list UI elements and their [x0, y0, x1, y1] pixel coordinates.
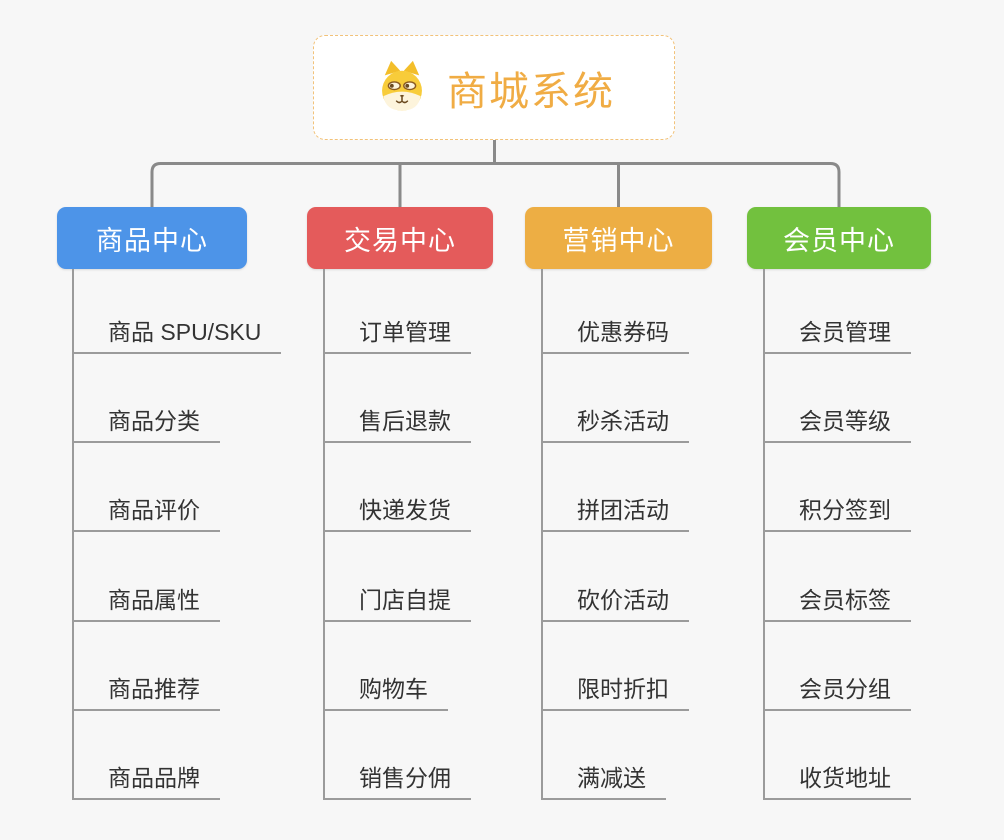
mindmap-item-node[interactable]: 订单管理 — [325, 312, 471, 354]
mindmap-item-node[interactable]: 商品评价 — [74, 490, 220, 533]
branch-node-trade-center[interactable]: 交易中心 — [307, 207, 493, 269]
mindmap-item-node[interactable]: 快递发货 — [325, 490, 471, 533]
tree-connectors — [150, 140, 841, 207]
mindmap-item-node[interactable]: 门店自提 — [325, 580, 471, 622]
mindmap-item-node[interactable]: 积分签到 — [765, 490, 911, 533]
mindmap-item-node[interactable]: 商品推荐 — [74, 669, 220, 711]
mindmap-item-node[interactable]: 会员标签 — [765, 580, 911, 622]
mindmap-item-node[interactable]: 售后退款 — [325, 401, 471, 444]
branch-column-product-center: 商品 SPU/SKU 商品分类商品评价商品属性商品推荐商品品牌 — [72, 269, 282, 800]
mindmap-item-node[interactable]: 限时折扣 — [543, 669, 689, 711]
mindmap-item-node[interactable]: 会员管理 — [765, 312, 911, 354]
branch-label: 交易中心 — [344, 225, 456, 256]
branch-column-marketing-center: 优惠券码秒杀活动拼团活动砍价活动限时折扣满减送 — [541, 269, 689, 800]
mindmap-item-node[interactable]: 拼团活动 — [543, 490, 689, 533]
mindmap-item-node[interactable]: 砍价活动 — [543, 580, 689, 622]
mindmap-item-node[interactable]: 会员等级 — [765, 401, 911, 444]
branch-label: 会员中心 — [783, 225, 895, 256]
branch-node-member-center[interactable]: 会员中心 — [747, 207, 931, 269]
root-node[interactable]: 商城系统 — [313, 35, 675, 140]
mindmap-item-node[interactable]: 商品分类 — [74, 401, 220, 444]
mindmap-item-node[interactable]: 收货地址 — [765, 758, 911, 800]
branch-node-marketing-center[interactable]: 营销中心 — [525, 207, 712, 269]
shiba-dog-icon — [373, 59, 431, 117]
mindmap-item-node[interactable]: 商品属性 — [74, 580, 220, 622]
mindmap-item-node[interactable]: 销售分佣 — [325, 758, 471, 800]
branch-column-member-center: 会员管理会员等级积分签到会员标签会员分组收货地址 — [763, 269, 911, 800]
mindmap-item-node[interactable]: 满减送 — [543, 758, 666, 800]
branch-node-product-center[interactable]: 商品中心 — [57, 207, 247, 269]
mindmap-item-node[interactable]: 优惠券码 — [543, 312, 689, 354]
mindmap-item-node[interactable]: 秒杀活动 — [543, 401, 689, 444]
root-title: 商城系统 — [447, 69, 615, 114]
branch-label: 商品中心 — [96, 225, 208, 256]
mindmap-item-node[interactable]: 商品品牌 — [74, 758, 220, 800]
branch-column-trade-center: 订单管理售后退款快递发货门店自提购物车销售分佣 — [323, 269, 471, 800]
branch-label: 营销中心 — [562, 225, 675, 256]
mindmap-item-node[interactable]: 商品 SPU/SKU — [74, 312, 282, 354]
mindmap-item-node[interactable]: 会员分组 — [765, 669, 911, 711]
mindmap-item-node[interactable]: 购物车 — [325, 669, 448, 711]
